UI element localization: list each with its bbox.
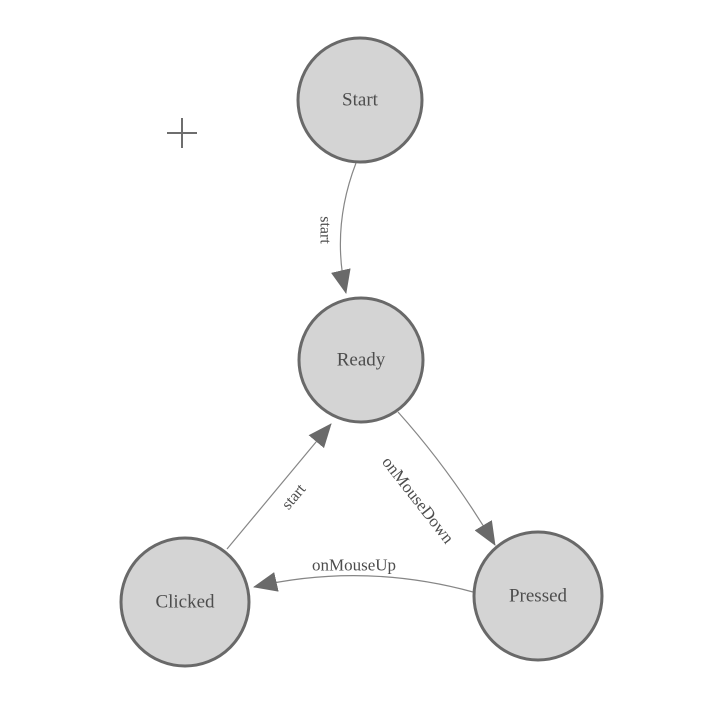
edge-line-start-to-ready [331, 162, 357, 294]
edge-pressed-to-clicked[interactable]: onMouseUp [253, 556, 474, 593]
state-circle-ready [297, 296, 425, 424]
edge-line-ready-to-pressed [397, 411, 496, 546]
state-label-clicked: Clicked [155, 592, 215, 613]
state-node-clicked[interactable]: Clicked [119, 536, 251, 668]
plus-crosshair-icon [167, 118, 197, 148]
edge-line-pressed-to-clicked [253, 572, 474, 593]
state-circle-clicked [119, 536, 251, 668]
state-circle-start [296, 36, 424, 164]
edge-clicked-to-ready[interactable]: start [226, 423, 332, 550]
state-node-pressed[interactable]: Pressed [472, 530, 604, 662]
edge-label-start-to-ready: start [317, 216, 334, 244]
state-label-start: Start [342, 90, 379, 111]
state-circle-pressed [472, 530, 604, 662]
edge-line-clicked-to-ready [226, 423, 332, 550]
edge-ready-to-pressed[interactable]: onMouseDown [378, 411, 496, 548]
edge-label-ready-to-pressed: onMouseDown [378, 453, 458, 548]
edge-label-pressed-to-clicked: onMouseUp [312, 556, 396, 575]
state-label-pressed: Pressed [509, 586, 568, 607]
edge-start-to-ready[interactable]: start [317, 162, 357, 294]
state-node-start[interactable]: Start [296, 36, 424, 164]
state-label-ready: Ready [337, 350, 386, 371]
state-node-ready[interactable]: Ready [297, 296, 425, 424]
edge-label-clicked-to-ready: start [279, 481, 310, 513]
